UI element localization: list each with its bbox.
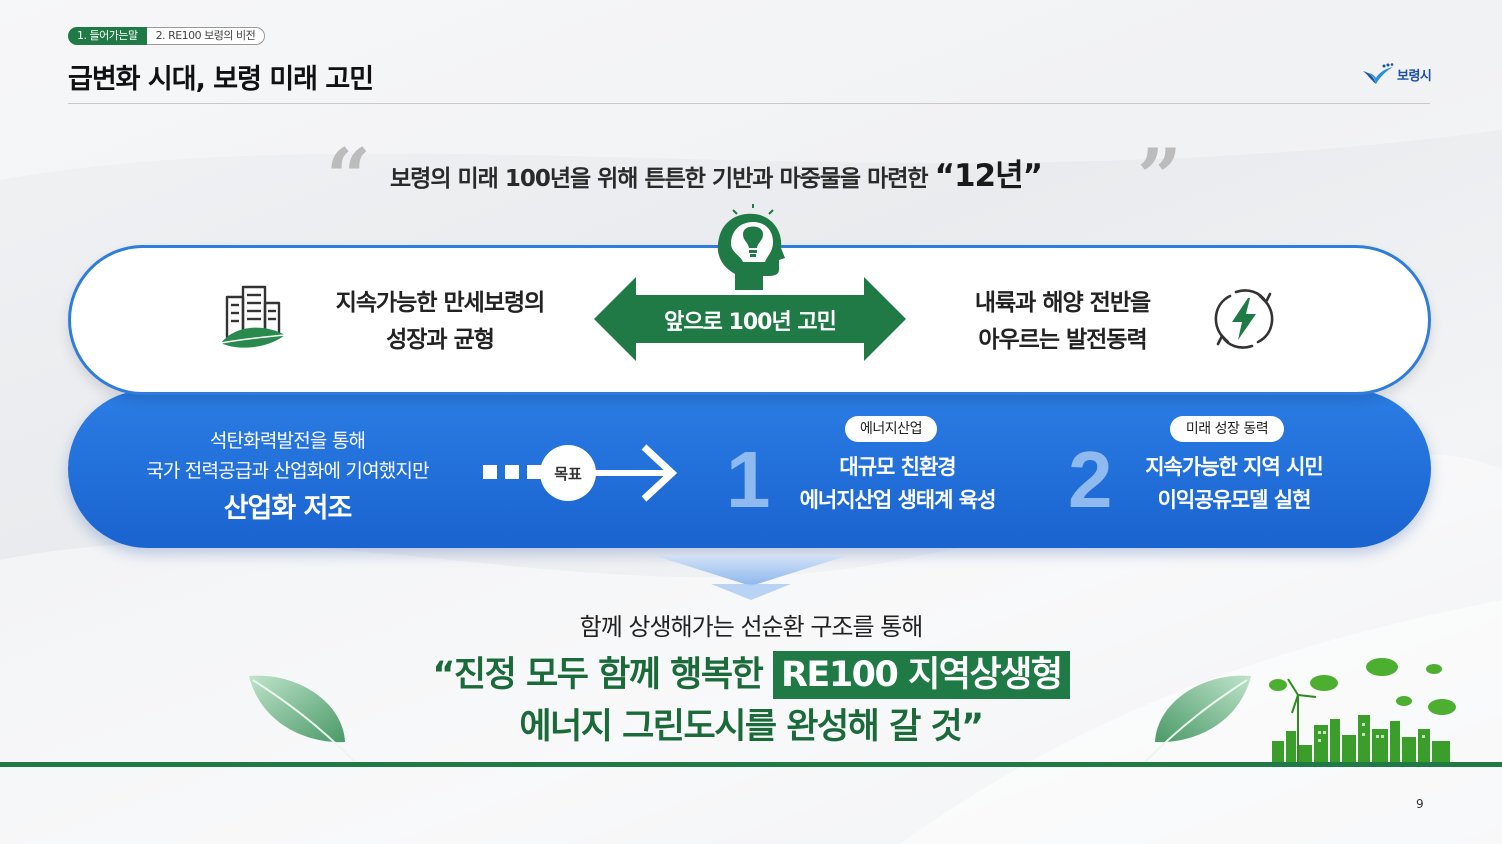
logo-text: 보령시 [1397,68,1432,84]
close-quote-mark: ” [1137,132,1182,223]
open-quote-mark: “ [326,132,371,223]
city-logo: 보령시 [1362,63,1432,85]
power-cycle-icon [1214,289,1274,349]
tab-vision[interactable]: 2. RE100 보령의 비전 [146,27,266,45]
development-power-line2: 아우르는 발전동력 [978,327,1147,353]
dashed-connector [483,465,541,479]
conclusion-line1: “진정 모두 함께 행복한 RE100 지역상생형 [0,649,1502,701]
building-leaf-icon [220,285,286,348]
target-badge: 목표 [540,445,596,501]
growth-balance-text: 지속가능한 만세보령의 성장과 균형 [300,285,580,359]
future-100-years-label: 앞으로 100년 고민 [664,310,837,335]
goal-number-2: 2 [1068,435,1113,524]
right-arrow-icon [592,444,678,502]
development-power-line1: 내륙과 해양 전반을 [974,290,1151,316]
ground-line [0,762,1502,767]
growth-balance-line1: 지속가능한 만세보령의 [335,290,546,316]
coal-history-line1: 석탄화력발전을 통해 [209,430,366,452]
development-power-text: 내륙과 해양 전반을 아우르는 발전동력 [925,285,1200,359]
conclusion-line1-text: “진정 모두 함께 행복한 [432,655,773,695]
header-divider [68,103,1430,104]
double-arrow-shape [594,277,906,361]
goal-number-1: 1 [726,435,771,524]
leaf-icon [249,675,356,763]
goal-1-line2: 에너지산업 생태계 육성 [799,488,997,512]
section-tabs: 1. 들어가는말 2. RE100 보령의 비전 [68,27,266,45]
page-title: 급변화 시대, 보령 미래 고민 [68,64,374,95]
conclusion-statement: “진정 모두 함께 행복한 RE100 지역상생형 에너지 그린도시를 완성해 … [0,649,1502,753]
green-city-icon [1269,658,1456,763]
growth-balance-line2: 성장과 균형 [386,327,495,353]
leaf-icon-right [1144,675,1251,763]
headline-quote-text: 보령의 미래 100년을 위해 튼튼한 기반과 마중물을 마련한 [390,166,935,192]
logo-icon [1363,63,1394,84]
coal-history-line2: 국가 전력공급과 산업화에 기여했지만 [146,460,429,482]
tab-intro[interactable]: 1. 들어가는말 [68,27,147,45]
goal-2-line1: 지속가능한 지역 시민 [1145,455,1324,479]
page-number: 9 [1416,797,1424,811]
goal-text-2: 지속가능한 지역 시민 이익공유모델 실현 [1118,451,1350,517]
down-chevron-icon [656,556,846,600]
goal-text-1: 대규모 친환경 에너지산업 생태계 육성 [770,451,1025,517]
virtuous-cycle-text: 함께 상생해가는 선순환 구조를 통해 [579,613,924,641]
goal-badge-1: 에너지산업 [845,416,937,442]
re100-highlight: RE100 지역상생형 [772,651,1070,699]
headline-quote-highlight: “12년” [934,158,1043,194]
coal-history-text: 석탄화력발전을 통해 국가 전력공급과 산업화에 기여했지만 [120,426,455,486]
goal-2-line2: 이익공유모델 실현 [1157,488,1312,512]
conclusion-line2: 에너지 그린도시를 완성해 갈 것” [519,707,984,747]
goal-1-line1: 대규모 친환경 [839,455,956,479]
goal-badge-2: 미래 성장 동력 [1170,416,1284,442]
head-lightbulb-icon [717,204,785,290]
headline-quote: 보령의 미래 100년을 위해 튼튼한 기반과 마중물을 마련한 “12년” [390,150,1043,195]
low-industrialization-text: 산업화 저조 [223,493,353,524]
